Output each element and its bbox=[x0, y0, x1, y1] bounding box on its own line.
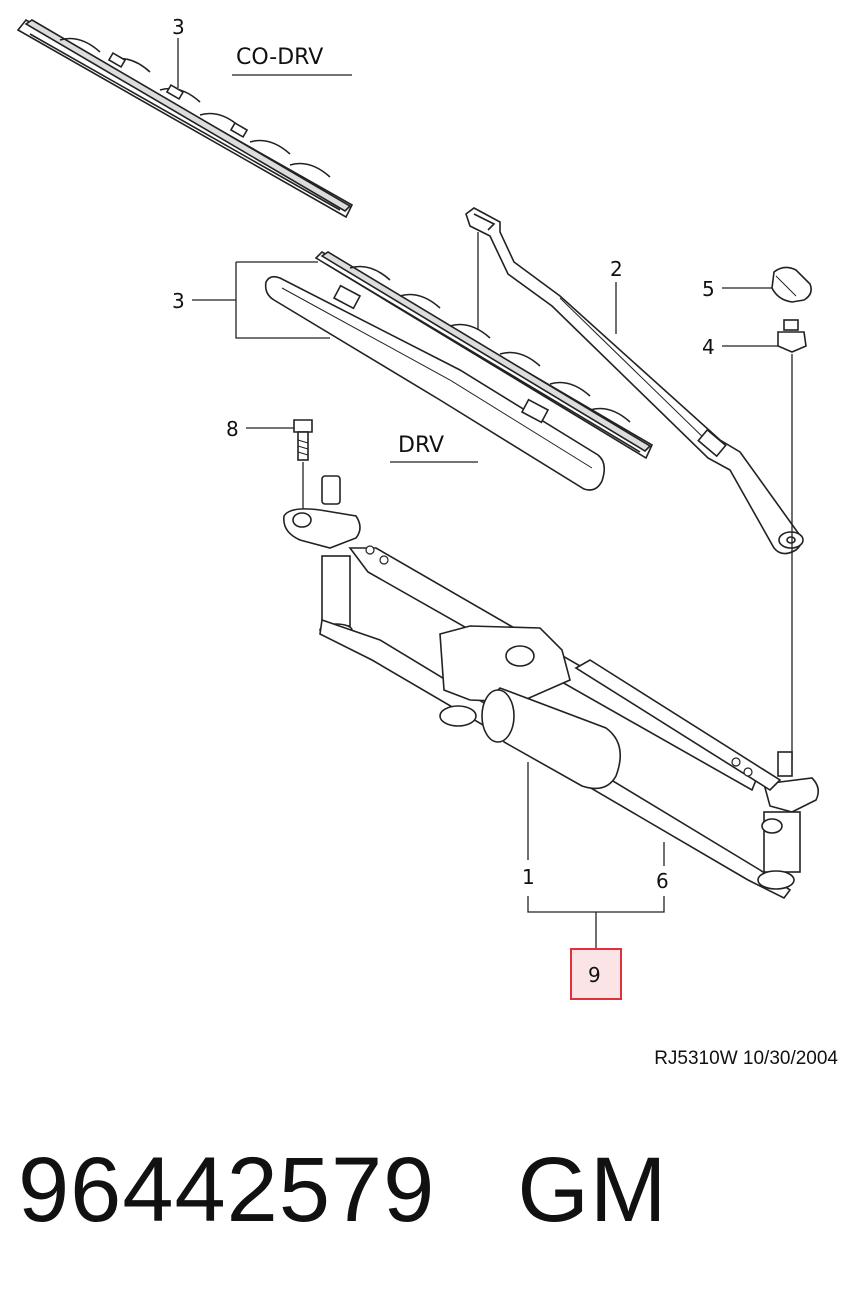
callout-4: 4 bbox=[702, 335, 715, 359]
drv-wiper-blade bbox=[314, 250, 654, 460]
section-label-drv: DRV bbox=[398, 433, 444, 458]
wiper-arm bbox=[465, 207, 804, 555]
callout-5: 5 bbox=[702, 277, 715, 301]
callout-6: 6 bbox=[656, 869, 669, 893]
wiper-assembly-diagram: 3 CO-DRV 3 DRV 2 5 4 bbox=[16, 15, 838, 1069]
diagram-reference: RJ5310W 10/30/2004 bbox=[654, 1048, 838, 1069]
callout-9: 9 bbox=[588, 963, 601, 987]
co-drv-wiper-blade bbox=[16, 18, 354, 219]
mounting-bolt bbox=[293, 419, 313, 461]
part-number: 96442579 bbox=[18, 1139, 436, 1241]
callout-8: 8 bbox=[226, 417, 239, 441]
brand-label: GM bbox=[517, 1139, 668, 1241]
wiper-linkage-frame bbox=[283, 475, 820, 900]
section-label-co-drv: CO-DRV bbox=[236, 45, 323, 70]
leader-3-mid bbox=[235, 262, 330, 339]
callout-3-mid: 3 bbox=[172, 289, 185, 313]
part-number-line: 96442579 GM bbox=[18, 1138, 668, 1243]
callout-2: 2 bbox=[610, 257, 623, 281]
arm-cap bbox=[771, 266, 812, 303]
callout-1: 1 bbox=[522, 865, 535, 889]
linkage-holes bbox=[365, 545, 753, 777]
callout-3-top: 3 bbox=[172, 15, 185, 39]
arm-nut bbox=[777, 319, 807, 353]
callout-9-highlight-box[interactable] bbox=[570, 948, 622, 1000]
group-bracket-1-6 bbox=[527, 896, 665, 913]
drv-blade-spoiler bbox=[264, 275, 606, 491]
